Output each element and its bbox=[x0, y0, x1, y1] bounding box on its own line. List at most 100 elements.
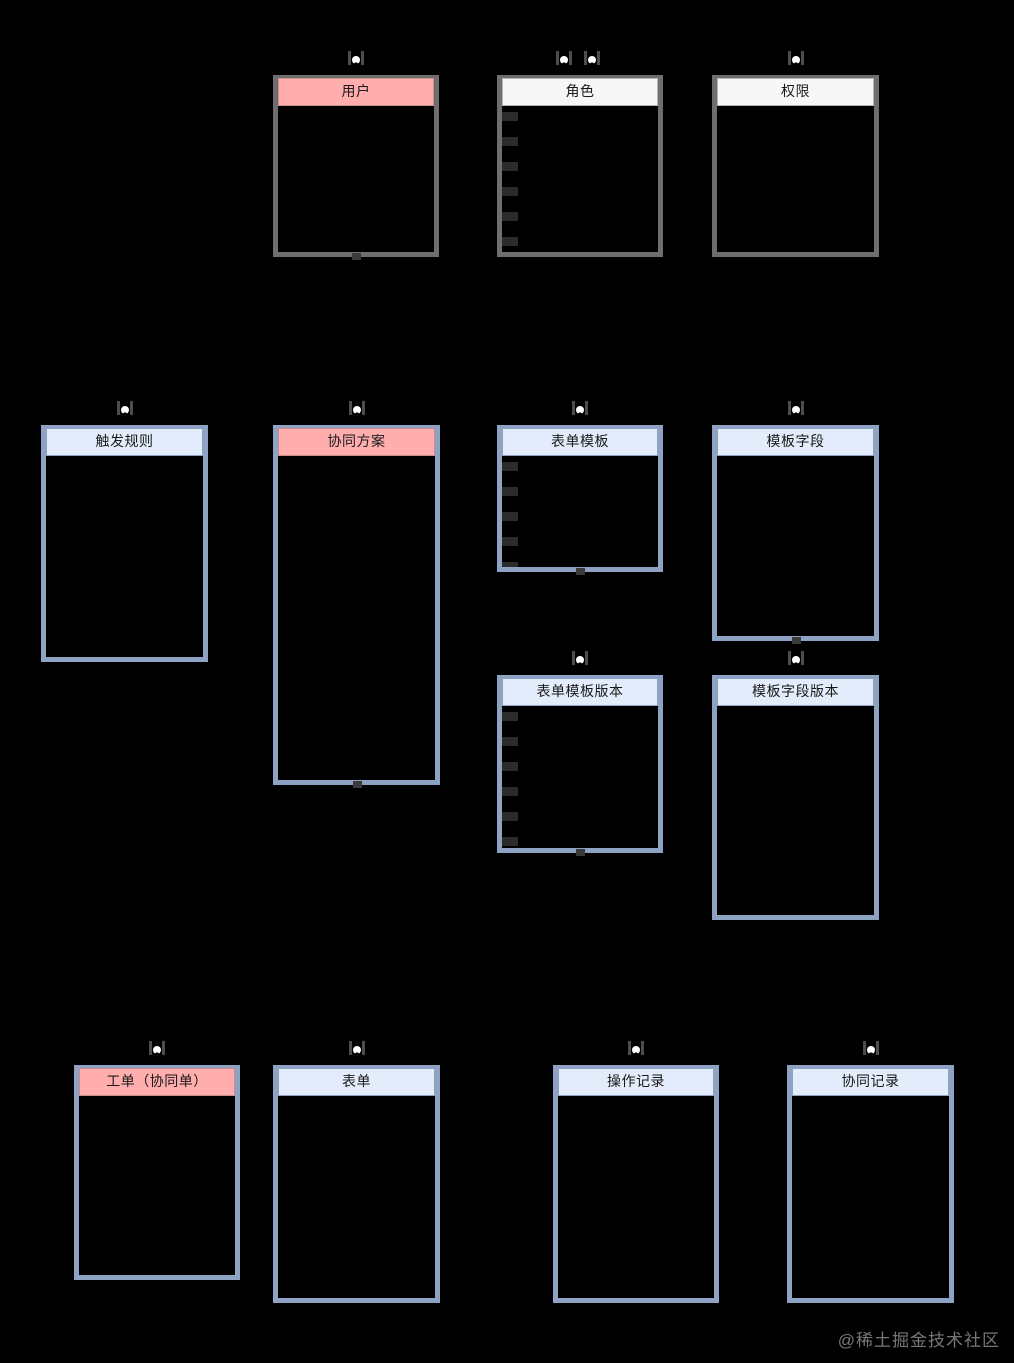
connector-node-dot bbox=[153, 1046, 161, 1054]
entity-attribute-row bbox=[502, 562, 518, 567]
connector-stem bbox=[641, 1041, 644, 1055]
relationship-connector-icon bbox=[568, 651, 592, 677]
entity-attribute-row bbox=[502, 837, 518, 846]
connector-stem bbox=[585, 401, 588, 415]
relationship-connector-icon bbox=[568, 401, 592, 427]
entity-box-collab-log[interactable]: 协同记录 bbox=[787, 1065, 954, 1303]
entity-attribute-row bbox=[502, 112, 518, 121]
connector-stem bbox=[584, 51, 587, 65]
entity-box-template-field[interactable]: 模板字段 bbox=[712, 425, 879, 641]
connector-node-dot bbox=[866, 1046, 875, 1054]
entity-title-collab-plan: 协同方案 bbox=[278, 428, 435, 456]
connector-stem bbox=[572, 401, 575, 415]
entity-title-template-field: 模板字段 bbox=[717, 428, 874, 456]
entity-box-trigger-rule[interactable]: 触发规则 bbox=[41, 425, 208, 662]
entity-attributes-operation-log bbox=[558, 1096, 714, 1298]
connector-stem bbox=[628, 1041, 631, 1055]
entity-title-operation-log: 操作记录 bbox=[558, 1068, 714, 1096]
entity-attributes-collab-log bbox=[792, 1096, 949, 1298]
entity-box-form-template-version[interactable]: 表单模板版本 bbox=[497, 675, 663, 853]
entity-title-user: 用户 bbox=[278, 78, 434, 106]
entity-box-form-template[interactable]: 表单模板 bbox=[497, 425, 663, 572]
entity-title-form-template-version: 表单模板版本 bbox=[502, 678, 658, 706]
entity-title-permission: 权限 bbox=[717, 78, 874, 106]
entity-attribute-row bbox=[502, 212, 518, 221]
connector-stem bbox=[116, 401, 120, 415]
relationship-connector-icon bbox=[344, 51, 368, 77]
entity-box-form[interactable]: 表单 bbox=[273, 1065, 440, 1303]
entity-box-work-order[interactable]: 工单（协同单） bbox=[74, 1065, 240, 1280]
connector-node-dot bbox=[791, 406, 800, 414]
entity-attribute-row bbox=[502, 737, 518, 746]
connector-node-dot bbox=[120, 406, 129, 414]
relationship-connector-icon bbox=[113, 401, 137, 427]
connector-stem bbox=[597, 51, 600, 65]
connector-node-dot bbox=[632, 1046, 640, 1054]
connector-stem bbox=[800, 401, 804, 415]
entity-attributes-collab-plan bbox=[278, 456, 435, 780]
entity-title-trigger-rule: 触发规则 bbox=[46, 428, 203, 456]
entity-box-role[interactable]: 角色 bbox=[497, 75, 663, 257]
entity-attribute-row bbox=[502, 787, 518, 796]
relationship-connector-icon bbox=[145, 1041, 169, 1067]
connector-stem bbox=[800, 51, 804, 65]
entity-attributes-template-field bbox=[717, 456, 874, 636]
entity-box-user[interactable]: 用户 bbox=[273, 75, 439, 257]
entity-attributes-user bbox=[278, 106, 434, 252]
relationship-stub-icon bbox=[576, 849, 585, 856]
entity-attribute-row bbox=[502, 462, 518, 471]
connector-node-dot bbox=[588, 56, 596, 64]
connector-stem bbox=[572, 651, 575, 665]
connector-node-dot bbox=[791, 656, 800, 664]
entity-attributes-work-order bbox=[79, 1096, 235, 1275]
entity-title-work-order: 工单（协同单） bbox=[79, 1068, 235, 1096]
entity-attributes-form bbox=[278, 1096, 435, 1298]
entity-attribute-row bbox=[502, 137, 518, 146]
connector-node-dot bbox=[560, 56, 568, 64]
connector-stem bbox=[787, 401, 791, 415]
entity-attributes-form-template-version bbox=[502, 706, 658, 848]
entity-attributes-form-template bbox=[502, 456, 658, 567]
connector-node-dot bbox=[352, 56, 360, 64]
entity-attribute-row bbox=[502, 712, 518, 721]
entity-title-form-template: 表单模板 bbox=[502, 428, 658, 456]
relationship-connector-icon bbox=[784, 51, 808, 77]
entity-attribute-row bbox=[502, 812, 518, 821]
entity-attributes-template-field-version bbox=[717, 706, 874, 915]
relationship-stub-icon bbox=[352, 781, 362, 788]
connector-stem bbox=[149, 1041, 152, 1055]
connector-stem bbox=[787, 51, 791, 65]
connector-node-dot bbox=[352, 406, 361, 414]
entity-attributes-role bbox=[502, 106, 658, 252]
entity-attributes-permission bbox=[717, 106, 874, 252]
entity-box-collab-plan[interactable]: 协同方案 bbox=[273, 425, 440, 785]
entity-title-template-field-version: 模板字段版本 bbox=[717, 678, 874, 706]
connector-stem bbox=[348, 51, 351, 65]
relationship-connector-icon bbox=[345, 401, 369, 427]
connector-stem bbox=[875, 1041, 879, 1055]
entity-title-role: 角色 bbox=[502, 78, 658, 106]
connector-stem bbox=[348, 1041, 352, 1055]
relationship-connector-icon bbox=[624, 1041, 648, 1067]
connector-stem bbox=[787, 651, 791, 665]
relationship-stub-icon bbox=[576, 568, 585, 575]
watermark: @稀土掘金技术社区 bbox=[837, 1331, 1000, 1350]
connector-stem bbox=[862, 1041, 866, 1055]
entity-box-permission[interactable]: 权限 bbox=[712, 75, 879, 257]
entity-box-template-field-version[interactable]: 模板字段版本 bbox=[712, 675, 879, 920]
relationship-connector-icon bbox=[859, 1041, 883, 1067]
relationship-connector-icon bbox=[784, 401, 808, 427]
connector-stem bbox=[162, 1041, 165, 1055]
entity-attributes-trigger-rule bbox=[46, 456, 203, 657]
connector-node-dot bbox=[576, 656, 584, 664]
connector-stem bbox=[361, 1041, 365, 1055]
entity-box-operation-log[interactable]: 操作记录 bbox=[553, 1065, 719, 1303]
relationship-stub-icon bbox=[791, 637, 801, 644]
connector-node-dot bbox=[576, 406, 584, 414]
entity-title-collab-log: 协同记录 bbox=[792, 1068, 949, 1096]
connector-stem bbox=[585, 651, 588, 665]
relationship-connector-icon bbox=[784, 651, 808, 677]
connector-stem bbox=[129, 401, 133, 415]
entity-attribute-row bbox=[502, 162, 518, 171]
